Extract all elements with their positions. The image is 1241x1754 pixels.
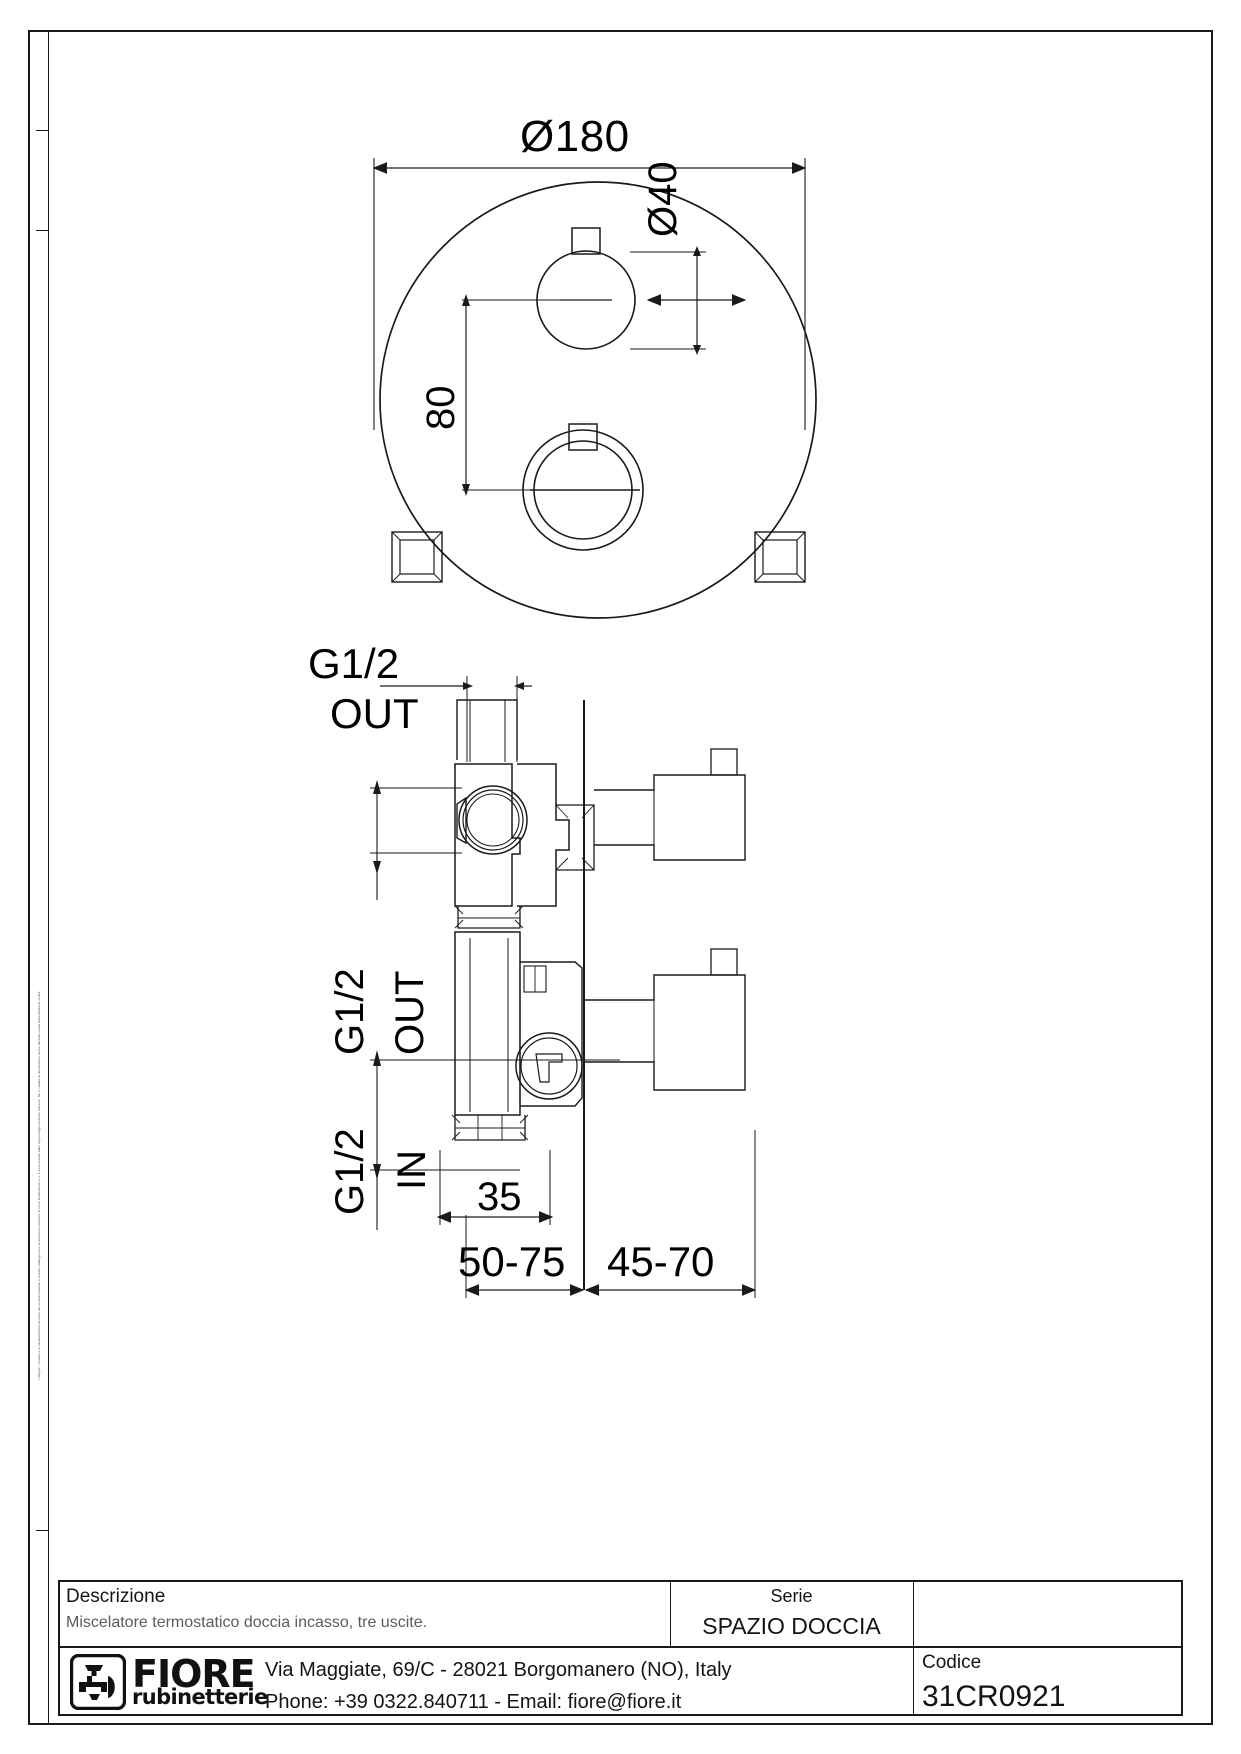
- logo-tagline: rubinetterie: [132, 1685, 268, 1709]
- company-logo: FIORE rubinetterie: [69, 1652, 268, 1711]
- codice-label: Codice: [922, 1652, 982, 1673]
- descrizione-value: Miscelatore termostatico doccia incasso,…: [66, 1614, 428, 1631]
- title-block-vline-2: [913, 1580, 914, 1716]
- label-bottom-in-thread: G1/2: [328, 1128, 372, 1215]
- margin-tick: [36, 130, 48, 131]
- sheet-outer-border: [28, 30, 1213, 1725]
- margin-tick: [36, 1530, 48, 1531]
- label-mid-out-flow: OUT: [388, 970, 432, 1055]
- serie-label: Serie: [770, 1586, 813, 1606]
- label-bottom-in-flow: IN: [390, 1150, 434, 1190]
- codice-value: 31CR0921: [922, 1680, 1066, 1713]
- title-block: [58, 1580, 1183, 1716]
- faucet-icon: [69, 1653, 127, 1711]
- company-address: Via Maggiate, 69/C - 28021 Borgomanero (…: [265, 1659, 732, 1681]
- sheet-inner-border: [48, 30, 1213, 1725]
- side-copyright-text: I disegni, i modelli e le caratteristich…: [38, 990, 41, 1380]
- label-handle-diameter: Ø40: [641, 161, 685, 237]
- label-top-out-flow: OUT: [330, 690, 419, 737]
- descrizione-label: Descrizione: [66, 1586, 166, 1607]
- serie-value: SPAZIO DOCCIA: [702, 1613, 881, 1639]
- label-wall-depth-range: 50-75: [458, 1238, 566, 1285]
- label-top-out-thread: G1/2: [308, 640, 400, 687]
- label-body-depth: 35: [477, 1175, 522, 1219]
- margin-tick: [36, 230, 48, 231]
- label-plate-diameter: Ø180: [520, 112, 630, 161]
- title-block-vline-1: [670, 1580, 671, 1646]
- logo-wordmark: FIORE: [132, 1652, 256, 1696]
- company-contact: Phone: +39 0322.840711 - Email: fiore@fi…: [265, 1691, 682, 1713]
- label-mid-out-thread: G1/2: [328, 968, 372, 1055]
- label-handle-spacing: 80: [419, 385, 463, 431]
- label-projection-range: 45-70: [607, 1238, 715, 1285]
- title-block-divider: [58, 1646, 1183, 1648]
